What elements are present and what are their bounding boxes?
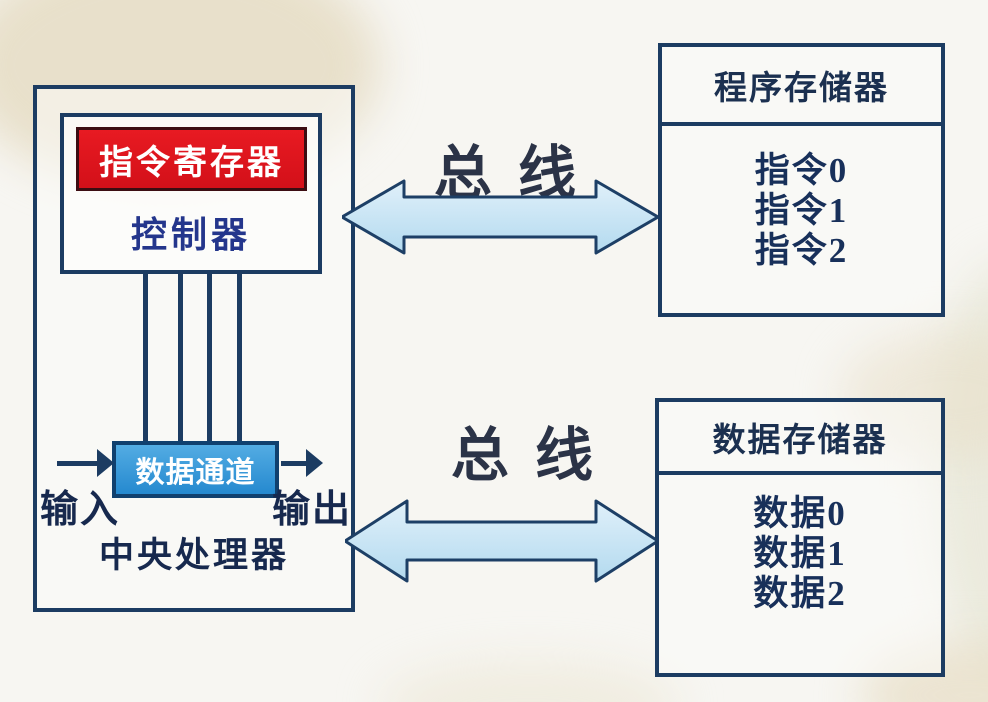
memory-item: 数据0: [753, 494, 847, 533]
memory-item: 指令0: [754, 150, 849, 190]
background-texture: [380, 660, 680, 702]
output-arrow-icon: [281, 461, 307, 466]
memory-item: 指令1: [754, 190, 849, 230]
bus-bottom-label: 总线: [450, 423, 619, 488]
bus-top-arrow-icon: [342, 179, 658, 255]
control-signal-line: [237, 272, 242, 442]
instruction-register-box: 指令寄存器: [76, 127, 307, 191]
program-memory-title: 程序存储器: [662, 47, 941, 126]
controller-label: 控制器: [130, 215, 251, 255]
data-memory-title: 数据存储器: [659, 402, 941, 475]
data-channel-label: 数据通道: [135, 456, 256, 489]
program-memory-items: 指令0 指令1 指令2: [662, 126, 941, 313]
bus-bottom-arrow-icon: [345, 499, 658, 583]
data-channel-box: 数据通道: [112, 441, 279, 498]
control-signal-line: [143, 272, 148, 442]
input-arrowhead-icon: [97, 449, 114, 477]
input-label: 输入: [40, 489, 121, 531]
output-label: 输出: [272, 489, 353, 531]
control-signal-line: [178, 272, 183, 442]
memory-item: 数据2: [753, 574, 847, 613]
instruction-register-label: 指令寄存器: [99, 144, 284, 182]
input-arrow-icon: [57, 461, 99, 466]
memory-item: 数据1: [753, 534, 847, 573]
output-arrowhead-icon: [306, 449, 323, 477]
bus-top-label: 总线: [433, 141, 602, 206]
data-memory-items: 数据0 数据1 数据2: [659, 475, 941, 673]
data-memory-box: 数据存储器 数据0 数据1 数据2: [655, 398, 945, 677]
cpu-label: 中央处理器: [98, 536, 289, 575]
memory-item: 指令2: [754, 230, 849, 270]
control-signal-line: [207, 272, 212, 442]
program-memory-box: 程序存储器 指令0 指令1 指令2: [658, 43, 945, 317]
